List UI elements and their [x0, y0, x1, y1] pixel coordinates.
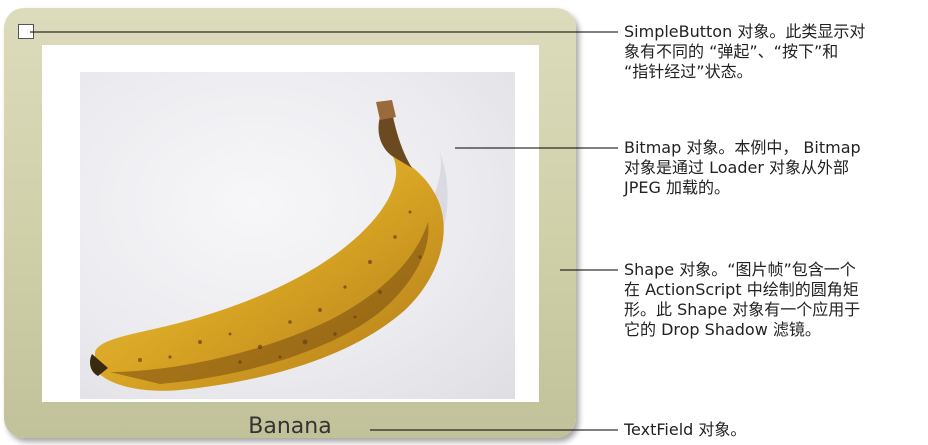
textfield-annotation: TextField 对象。	[624, 420, 747, 439]
banana-image	[90, 100, 448, 391]
simplebutton-annotation: SimpleButton 对象。此类显示对 象有不同的 “弹起”、“按下”和 “…	[624, 22, 866, 81]
bitmap-annotation: Bitmap 对象。本例中， Bitmap 对象是通过 Loader 对象从外部…	[624, 138, 861, 197]
shape-annotation: Shape 对象。“图片帧”包含一个 在 ActionScript 中绘制的圆角…	[624, 260, 861, 339]
banana-bitmap	[80, 72, 515, 399]
banana-textfield: Banana	[248, 414, 332, 439]
